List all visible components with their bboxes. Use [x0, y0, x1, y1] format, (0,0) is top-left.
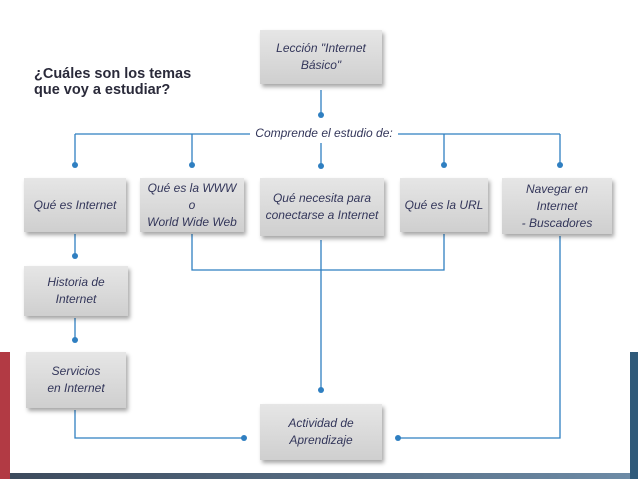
topic-1-line-1: Qué es Internet — [33, 197, 117, 212]
subtopic-box-servicios: Servicios en Internet — [26, 352, 126, 408]
topic-3-line-2: conectarse a Internet — [265, 208, 379, 222]
line-servicios-activity — [74, 410, 242, 439]
subtopic-1-line-1: Historia de Internet — [47, 275, 105, 306]
dot-topic-5 — [557, 162, 563, 168]
dot-activity-right — [395, 435, 401, 441]
topic-3-line-1: Qué necesita para — [272, 191, 372, 205]
left-accent-bar — [0, 352, 10, 479]
subtopic-2-line-2: en Internet — [47, 381, 105, 395]
line-navegar-activity — [400, 236, 561, 439]
topic-5-line-2: - Buscadores — [521, 215, 593, 230]
topic-box-4: Qué es la URL — [400, 178, 488, 232]
activity-line-1: Actividad de — [288, 416, 354, 430]
dot-root — [318, 112, 324, 118]
dot-historia — [72, 253, 78, 259]
topic-5-line-1: Navegar en Internet — [525, 181, 589, 213]
subtopic-2-line-1: Servicios — [51, 364, 101, 378]
root-box-line-2: Básico" — [300, 58, 342, 72]
dot-topic-2 — [189, 162, 195, 168]
dot-topic-4 — [441, 162, 447, 168]
root-box-line-1: Lección "Internet — [276, 41, 366, 55]
root-box: Lección "Internet Básico" — [260, 30, 382, 84]
dot-topic-3 — [318, 163, 324, 169]
bottom-accent-bar — [10, 473, 630, 479]
dot-topic-1 — [72, 162, 78, 168]
activity-box: Actividad de Aprendizaje — [260, 404, 382, 460]
intro-question-line-2: que voy a estudiar? — [34, 82, 171, 98]
dot-activity-left — [241, 435, 247, 441]
intro-question-line-1: ¿Cuáles son los temas — [34, 66, 192, 82]
dot-servicios — [72, 337, 78, 343]
topic-box-3: Qué necesita para conectarse a Internet — [260, 178, 384, 236]
topic-box-2: Qué es la WWW o World Wide Web — [140, 178, 244, 232]
connector-label: Comprende el estudio de: — [250, 126, 398, 140]
topic-2-line-2: World Wide Web — [147, 214, 237, 229]
right-accent-bar — [630, 352, 638, 479]
topic-2-line-1: Qué es la WWW o — [147, 180, 237, 212]
topic-box-1: Qué es Internet — [24, 178, 126, 232]
merge-bracket — [191, 234, 445, 271]
subtopic-box-historia: Historia de Internet — [24, 266, 128, 316]
dot-activity-top — [318, 387, 324, 393]
activity-line-2: Aprendizaje — [289, 433, 353, 447]
topic-box-5: Navegar en Internet - Buscadores — [502, 178, 612, 234]
intro-question: ¿Cuáles son los temas que voy a estudiar… — [34, 66, 234, 98]
topic-4-line-1: Qué es la URL — [404, 197, 484, 212]
